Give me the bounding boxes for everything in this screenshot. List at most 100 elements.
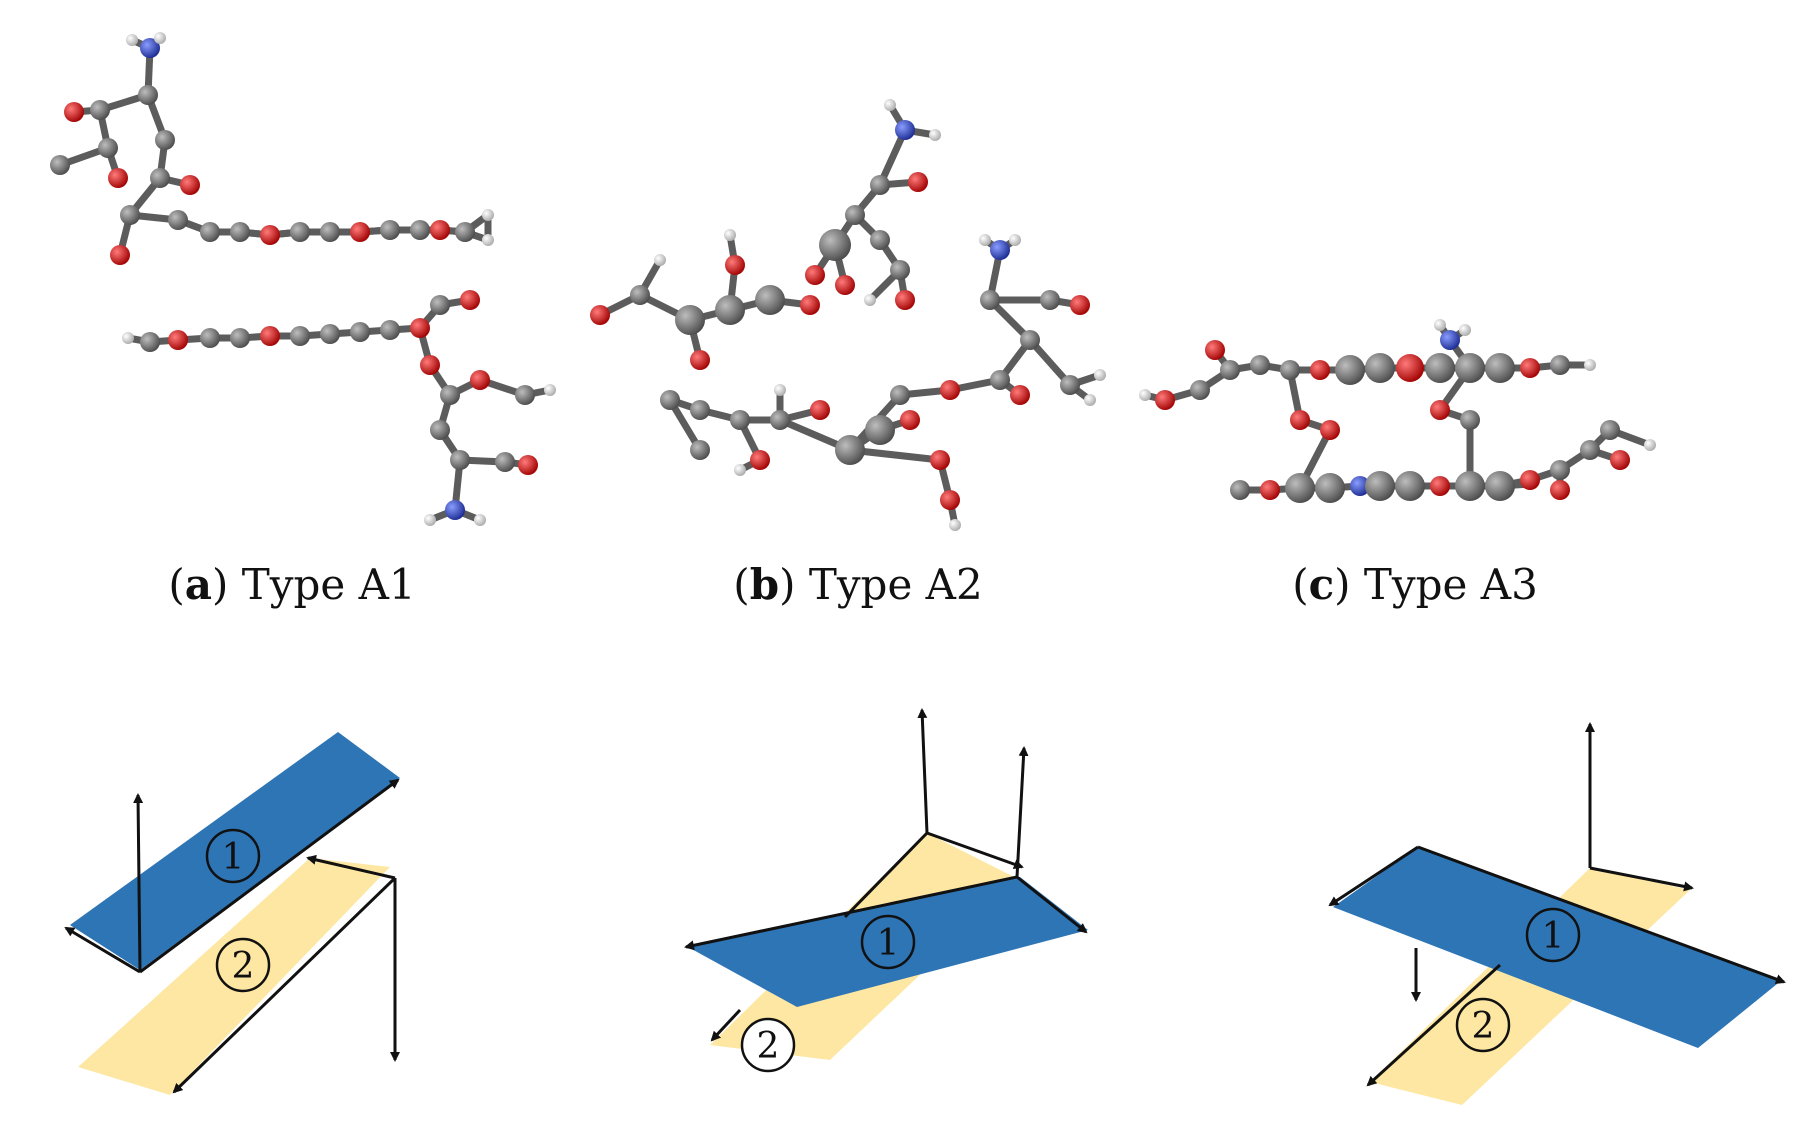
molecule-atom	[410, 220, 430, 240]
molecule-atom	[168, 330, 188, 350]
molecule-atom	[1009, 234, 1021, 246]
molecule-atom	[1520, 470, 1540, 490]
molecule-atom	[1094, 369, 1106, 381]
molecule-atom	[290, 326, 310, 346]
molecule-atom	[1520, 358, 1540, 378]
molecule-atom	[482, 234, 494, 246]
molecule-atom	[108, 168, 128, 188]
molecule-atom	[1365, 471, 1395, 501]
molecule-atom	[154, 32, 166, 44]
axis-arrow	[139, 778, 400, 974]
molecule-atom	[895, 290, 915, 310]
molecule-atom	[64, 102, 84, 122]
molecule-atom	[835, 435, 865, 465]
molecule-atom	[260, 225, 280, 245]
molecule-atom	[895, 120, 915, 140]
molecule-atom	[120, 205, 140, 225]
molecule-atom	[1460, 410, 1480, 430]
molecule-atom	[126, 34, 138, 46]
schematic-type-a2: 1 2	[684, 708, 1088, 1073]
axis-arrow	[306, 854, 396, 880]
molecule-atom	[1350, 476, 1370, 496]
plane-2-label: 2	[215, 937, 271, 993]
molecule-atom	[122, 332, 134, 344]
molecule-atom	[138, 85, 158, 105]
plane-1-label: 1	[860, 914, 916, 970]
molecule-atom	[810, 400, 830, 420]
plane-1	[70, 732, 400, 970]
molecule-atom	[515, 385, 535, 405]
molecule-atom	[455, 222, 475, 242]
axis-arrow	[1016, 875, 1088, 934]
molecule-atom	[835, 275, 855, 295]
molecule-atom	[1550, 460, 1570, 480]
molecule-atom	[929, 129, 941, 141]
molecule-atom	[725, 255, 745, 275]
molecule-atom	[1335, 355, 1365, 385]
axis-arrow	[1015, 746, 1029, 878]
plane-2-label: 2	[1455, 997, 1511, 1053]
axis-arrow	[684, 875, 1018, 951]
molecule-atom	[1190, 380, 1210, 400]
molecule-bond	[1026, 336, 1074, 389]
molecule-atom	[1610, 450, 1630, 470]
molecule-atom	[474, 514, 486, 526]
molecule-atom	[770, 410, 790, 430]
axis-arrow	[1417, 845, 1786, 984]
molecule-atom	[1315, 473, 1345, 503]
molecule-atom	[320, 324, 340, 344]
molecule-atom	[430, 295, 450, 315]
molecule-atom	[690, 350, 710, 370]
molecule-atom	[460, 290, 480, 310]
molecule-atom	[980, 290, 1000, 310]
schematic-type-a3: 1 2	[1328, 722, 1786, 1105]
molecule-atom	[90, 100, 110, 120]
molecule-atom	[445, 500, 465, 520]
molecule-atom	[290, 222, 310, 242]
molecule-atom	[230, 222, 250, 242]
molecule-atom	[884, 99, 896, 111]
axis-arrow	[64, 926, 141, 974]
molecule-atom	[495, 452, 515, 472]
plane-1-label: 1	[205, 828, 261, 884]
molecule-atom	[1060, 375, 1080, 395]
molecule-atom	[890, 385, 910, 405]
molecule-atom	[1584, 359, 1596, 371]
molecule-atom	[1220, 360, 1240, 380]
molecule-atom	[949, 519, 961, 531]
molecule-atom	[168, 210, 188, 230]
axis-arrow	[1589, 866, 1694, 892]
svg-text:2: 2	[757, 1026, 780, 1067]
molecule-atom	[1455, 353, 1485, 383]
molecule-atom	[1205, 340, 1225, 360]
axis-arrow	[710, 1008, 742, 1042]
molecule-atom	[1455, 471, 1485, 501]
molecule-atom	[1365, 353, 1395, 383]
molecule-atom	[730, 410, 750, 430]
molecule-atom	[50, 155, 70, 175]
caption-a: (a) Type A1	[168, 560, 416, 609]
svg-text:2: 2	[1472, 1006, 1495, 1047]
molecule-atom	[140, 332, 160, 352]
molecule-bond	[846, 446, 944, 464]
svg-text:2: 2	[232, 946, 255, 987]
plane-2-label: 2	[740, 1017, 796, 1073]
molecule-atom	[320, 222, 340, 242]
molecule-atom	[350, 322, 370, 342]
molecule-atom	[1600, 420, 1620, 440]
molecule-atom	[1430, 476, 1450, 496]
axis-arrow	[172, 876, 397, 1094]
plane-1	[1333, 847, 1782, 1048]
molecule-atom	[1459, 324, 1471, 336]
caption-c: (c) Type A3	[1292, 560, 1538, 609]
molecule-atom	[819, 229, 851, 261]
molecule-atom	[1395, 471, 1425, 501]
molecule-atom	[940, 490, 960, 510]
axis-arrow	[917, 708, 929, 834]
plane-2	[78, 858, 390, 1095]
axis-arrow	[1366, 963, 1502, 1087]
plane-1	[688, 877, 1088, 1007]
molecule-atom	[865, 415, 895, 445]
molecule-atom	[470, 370, 490, 390]
molecule-atom	[544, 384, 556, 396]
